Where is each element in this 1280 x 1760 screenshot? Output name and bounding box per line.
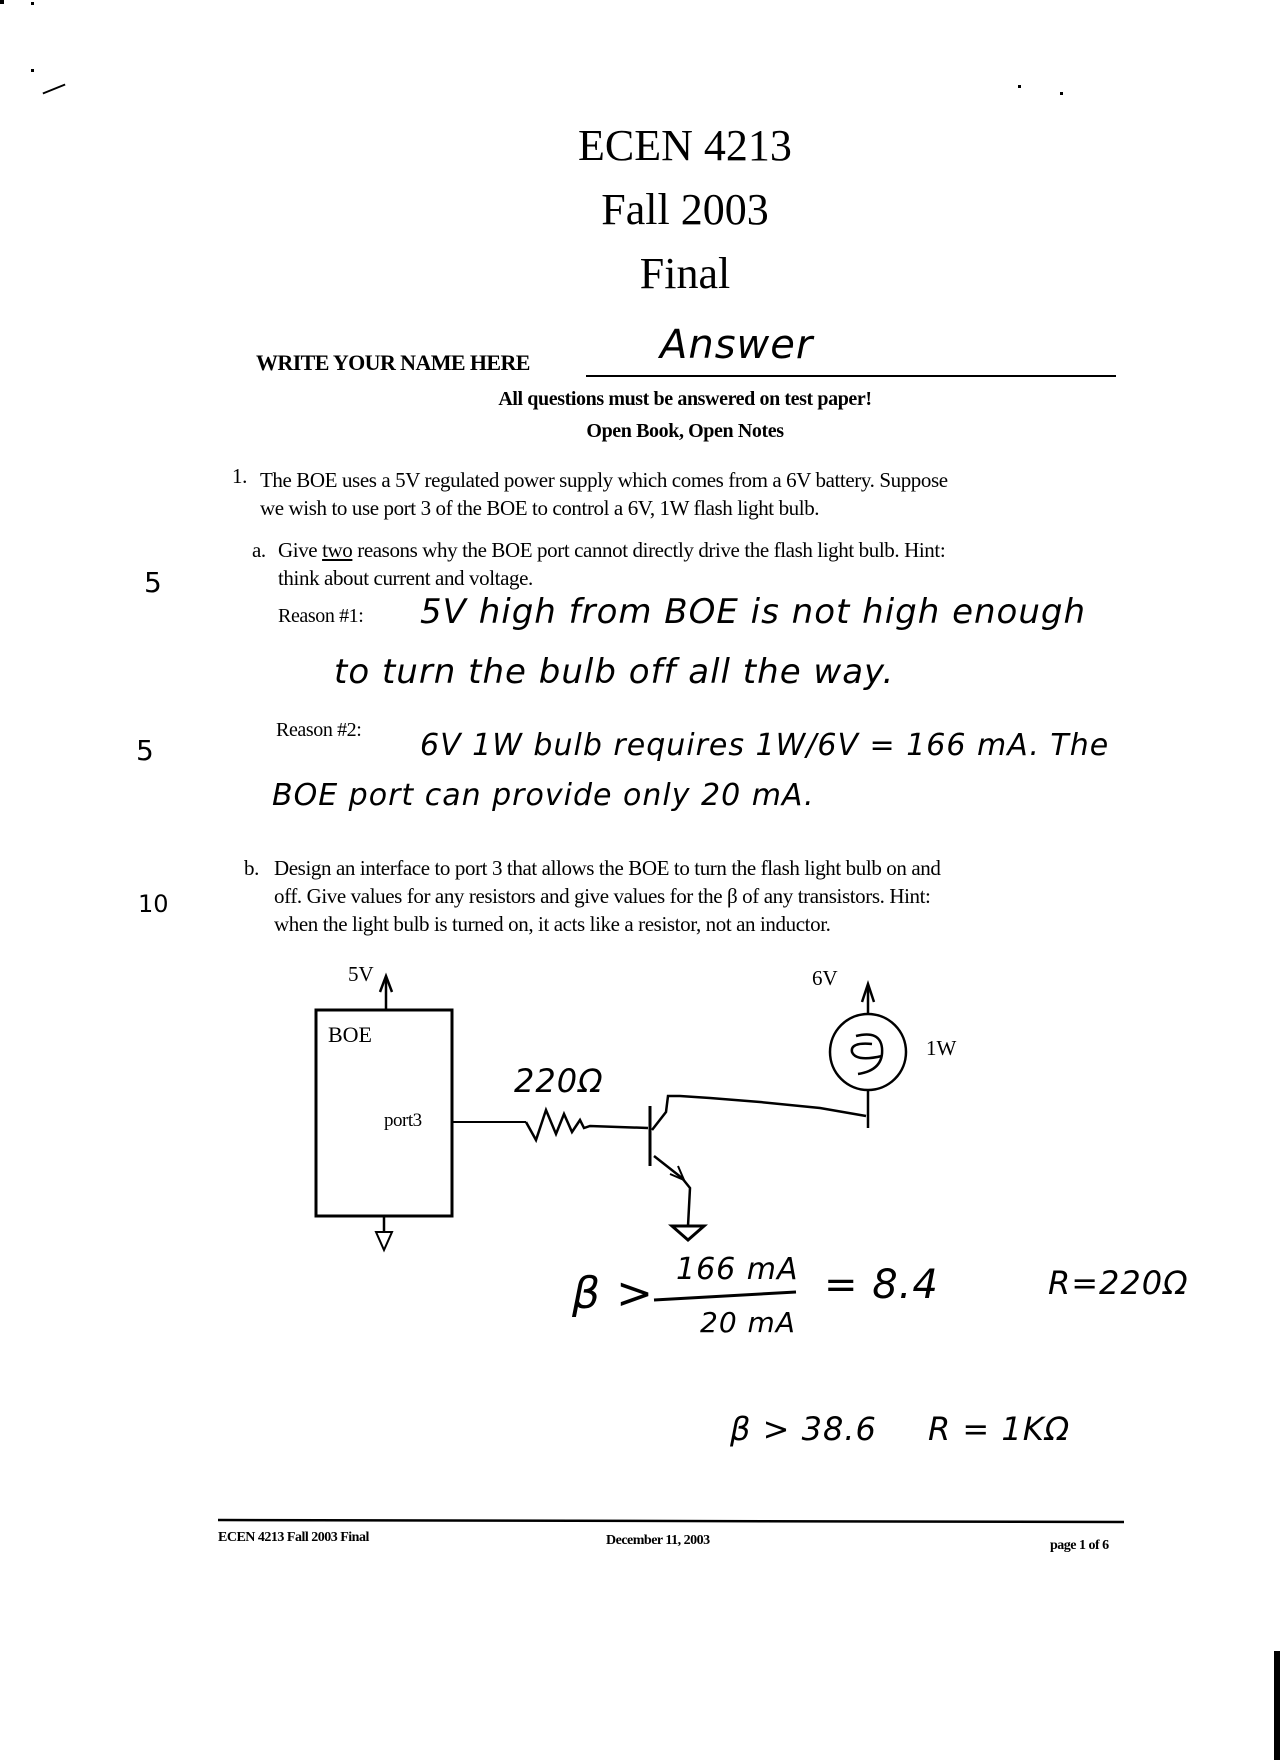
- footer-page-number: page 1 of 6: [1050, 1538, 1109, 1553]
- part-b-label: b.: [244, 856, 259, 880]
- footer-date: December 11, 2003: [606, 1533, 710, 1548]
- score-part-a: 5: [144, 566, 162, 599]
- score-reason-2: 5: [136, 734, 154, 767]
- part-a-prompt-line2: think about current and voltage.: [278, 566, 533, 590]
- beta-result: = 8.4: [824, 1262, 939, 1308]
- alt-beta-result: β > 38.6: [730, 1410, 877, 1448]
- part-b-line3: when the light bulb is turned on, it act…: [274, 912, 831, 936]
- scan-edge-bar: [1274, 1651, 1280, 1760]
- part-b-line1: Design an interface to port 3 that allow…: [274, 856, 941, 880]
- footer-course: ECEN 4213 Fall 2003 Final: [218, 1530, 369, 1545]
- part-a-emphasis-two: two: [322, 538, 353, 562]
- reason-2-answer-line1: 6V 1W bulb requires 1W/6V = 166 mA. The: [420, 728, 1110, 763]
- scan-speck: [1060, 92, 1063, 95]
- bulb-icon: [830, 1014, 906, 1090]
- name-label: WRITE YOUR NAME HERE: [256, 350, 530, 375]
- supply-5v-label: 5V: [348, 962, 374, 986]
- reason-2-answer-line2: BOE port can provide only 20 mA.: [272, 778, 815, 813]
- alt-resistor-result: R = 1KΩ: [928, 1410, 1071, 1448]
- part-b-line2: off. Give values for any resistors and g…: [274, 884, 931, 908]
- bulb-rating-label: 1W: [926, 1036, 957, 1060]
- boe-block-label: BOE: [328, 1022, 372, 1047]
- part-a-label: a.: [252, 538, 266, 562]
- supply-6v-label: 6V: [812, 966, 838, 990]
- part-a-prompt-line1: Give two reasons why the BOE port cannot…: [278, 536, 946, 564]
- name-underline[interactable]: [586, 375, 1116, 377]
- reason-1-answer-line2: to turn the bulb off all the way.: [334, 652, 895, 692]
- scan-speck: [0, 0, 4, 4]
- question-1-number: 1.: [232, 464, 247, 488]
- instruction-open-book: Open Book, Open Notes: [586, 420, 784, 442]
- beta-denominator: 20 mA: [700, 1306, 796, 1339]
- scan-speck: [31, 2, 34, 5]
- question-1-prompt-line1: The BOE uses a 5V regulated power supply…: [260, 468, 948, 492]
- reason-1-answer-line1: 5V high from BOE is not high enough: [420, 592, 1087, 632]
- term-title: Fall 2003: [601, 185, 769, 234]
- reason-2-label: Reason #2:: [276, 719, 362, 741]
- course-title: ECEN 4213: [578, 121, 792, 170]
- scan-speck: [31, 69, 34, 72]
- exam-title: Final: [639, 249, 731, 298]
- resistor-result: R=220Ω: [1048, 1264, 1189, 1302]
- instruction-answer-on-paper: All questions must be answered on test p…: [498, 388, 872, 410]
- question-1-prompt-line2: we wish to use port 3 of the BOE to cont…: [260, 496, 820, 520]
- name-value: Answer: [660, 322, 814, 368]
- scan-speck: [1018, 85, 1021, 88]
- beta-inequality: β >: [572, 1268, 654, 1319]
- beta-numerator: 166 mA: [676, 1252, 799, 1287]
- part-a-text-pre: Give: [278, 538, 323, 562]
- reason-1-label: Reason #1:: [278, 605, 364, 627]
- port3-label: port3: [384, 1110, 422, 1131]
- part-a-text-post: reasons why the BOE port cannot directly…: [352, 538, 946, 562]
- score-part-b: 10: [138, 890, 169, 918]
- resistor-value-label: 220Ω: [514, 1062, 604, 1100]
